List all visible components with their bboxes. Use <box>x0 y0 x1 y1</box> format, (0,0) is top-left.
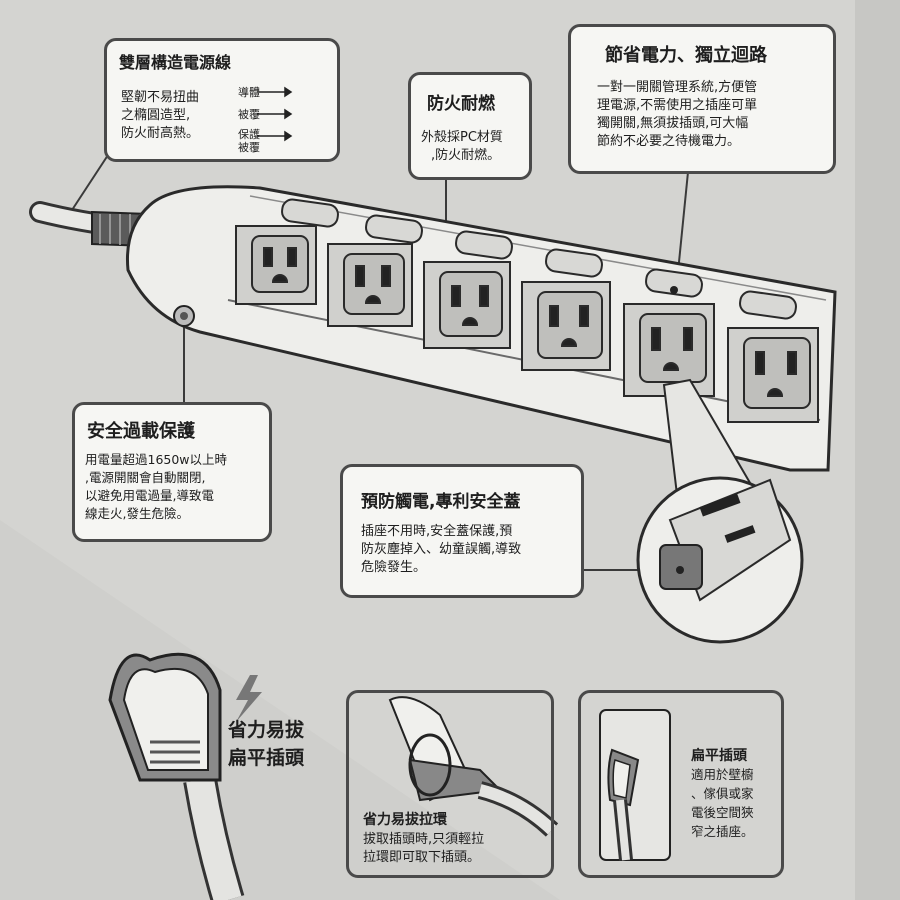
cable-label-insulation: 被覆 <box>238 108 260 121</box>
cable-label-protective-sheath: 被覆 <box>238 141 260 154</box>
power-saving-body-line: 一對一開關管理系統,方便管 <box>597 80 758 95</box>
wall-outlet-illustration <box>599 709 671 861</box>
power-saving-body-line: 獨開關,無須拔插頭,可大幅 <box>597 116 749 131</box>
fireproof-callout: 防火耐燃 外殼採PC材質 ,防火耐燃。 <box>408 72 532 180</box>
power-saving-body-line: 理電源,不需使用之插座可單 <box>597 98 758 113</box>
fireproof-body-line: ,防火耐燃。 <box>431 148 501 163</box>
flat-plug-body-line: 窄之插座。 <box>691 824 754 839</box>
flat-plug-body: 適用於壁櫥 、傢俱或家 電後空間狹 窄之插座。 <box>691 765 754 841</box>
outlet-5 <box>623 303 715 397</box>
overload-body-line: 用電量超過1650w以上時 <box>85 452 228 467</box>
power-saving-body: 一對一開關管理系統,方便管 理電源,不需使用之插座可單 獨開關,無須拔插頭,可大… <box>597 79 757 151</box>
switch-4 <box>545 248 603 278</box>
safety-cover-zoom <box>636 476 804 644</box>
cable-label-protective: 保護 <box>238 128 260 141</box>
fireproof-body-line: 外殼採PC材質 <box>421 130 503 145</box>
flat-plug-body-line: 電後空間狹 <box>691 805 754 820</box>
rocker-switches <box>281 198 797 320</box>
box-fold-right <box>855 0 900 900</box>
overload-body: 用電量超過1650w以上時 ,電源開關會自動關閉, 以避免用電過量,導致電 線走… <box>85 451 227 523</box>
shock-guard-title: 預防觸電,專利安全蓋 <box>361 492 521 512</box>
flat-plug-body-line: 適用於壁櫥 <box>691 767 754 782</box>
cable-body-line: 堅韌不易扭曲 <box>121 90 200 105</box>
shock-guard-body-line: 插座不用時,安全蓋保護,預 <box>361 524 513 539</box>
outlet-1 <box>235 225 317 305</box>
outlet-2 <box>327 243 413 327</box>
overload-body-line: 線走火,發生危險。 <box>85 506 189 521</box>
cable-body: 堅韌不易扭曲 之橢圓造型, 防火耐高熱。 <box>121 89 199 143</box>
flat-plug-callout: 扁平插頭 適用於壁櫥 、傢俱或家 電後空間狹 窄之插座。 <box>578 690 784 878</box>
outlet-4 <box>521 281 611 371</box>
cable-body-line: 之橢圓造型, <box>121 108 191 123</box>
pull-ring-title: 省力易拔拉環 <box>363 812 447 828</box>
pull-ring-body-line: 拉環即可取下插頭。 <box>363 850 481 865</box>
overload-title: 安全過載保護 <box>87 421 195 442</box>
power-saving-body-line: 節約不必要之待機電力。 <box>597 134 741 149</box>
overload-callout: 安全過載保護 用電量超過1650w以上時 ,電源開關會自動關閉, 以避免用電過量… <box>72 402 272 542</box>
shock-guard-body: 插座不用時,安全蓋保護,預 防灰塵掉入、幼童誤觸,導致 危險發生。 <box>361 523 521 577</box>
flat-plug-illustration <box>108 652 262 900</box>
overload-body-line: 以避免用電過量,導致電 <box>85 488 214 503</box>
flat-plug-feature-line: 扁平插頭 <box>228 747 305 769</box>
switch-5 <box>645 268 703 298</box>
power-saving-callout: 節省電力、獨立迴路 一對一開關管理系統,方便管 理電源,不需使用之插座可單 獨開… <box>568 24 836 174</box>
cable-callout: 雙層構造電源線 堅韌不易扭曲 之橢圓造型, 防火耐高熱。 <box>104 38 340 162</box>
overload-body-line: ,電源開關會自動關閉, <box>85 470 206 485</box>
outlet-3 <box>423 261 511 349</box>
switch-2 <box>365 214 423 244</box>
switch-3 <box>455 230 513 260</box>
fireproof-body: 外殼採PC材質 ,防火耐燃。 <box>421 129 503 165</box>
outlets <box>235 225 819 423</box>
switch-6 <box>739 290 797 320</box>
flat-plug-title: 扁平插頭 <box>691 748 747 764</box>
pull-ring-illustration <box>388 696 559 837</box>
pull-ring-callout: 省力易拔拉環 拔取插頭時,只須輕拉 拉環即可取下插頭。 <box>346 690 554 878</box>
cable-label-conductor: 導體 <box>238 86 260 99</box>
cable-label-arrows <box>257 86 293 142</box>
box-panel-lower-left <box>0 520 560 900</box>
lightning-icon <box>236 675 262 722</box>
flat-plug-body-line: 、傢俱或家 <box>691 786 754 801</box>
power-saving-title: 節省電力、獨立迴路 <box>605 45 767 66</box>
outlet-6 <box>727 327 819 423</box>
shock-guard-callout: 預防觸電,專利安全蓋 插座不用時,安全蓋保護,預 防灰塵掉入、幼童誤觸,導致 危… <box>340 464 584 598</box>
cable-body-line: 防火耐高熱。 <box>121 126 200 141</box>
flat-plug-feature-line: 省力易拔 <box>228 719 305 741</box>
shock-guard-body-line: 危險發生。 <box>361 560 427 575</box>
fireproof-title: 防火耐燃 <box>427 94 495 114</box>
shock-guard-body-line: 防灰塵掉入、幼童誤觸,導致 <box>361 542 522 557</box>
pull-ring-body: 拔取插頭時,只須輕拉 拉環即可取下插頭。 <box>363 831 484 867</box>
cable-title: 雙層構造電源線 <box>119 53 232 72</box>
switch-1 <box>281 198 339 228</box>
pull-ring-body-line: 拔取插頭時,只須輕拉 <box>363 832 485 847</box>
